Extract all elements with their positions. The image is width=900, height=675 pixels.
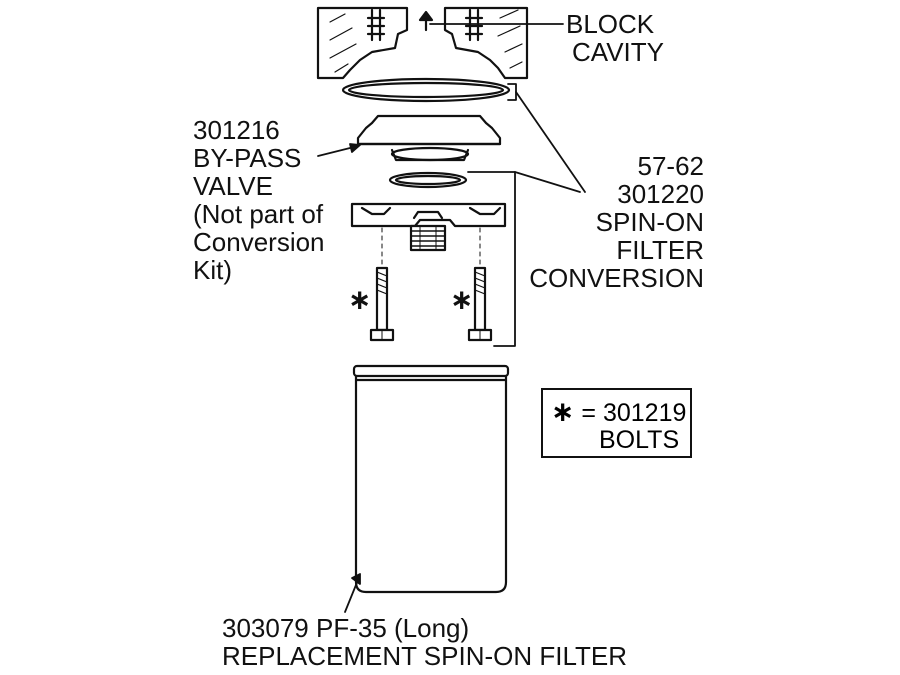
label-block-cavity: BLOCK CAVITY — [566, 10, 664, 66]
engine-block — [316, 6, 529, 80]
spin-on-filter — [352, 364, 510, 594]
bolt-right — [467, 266, 493, 342]
legend-bolts-text: BOLTS — [599, 426, 680, 454]
label-bypass-line5: Conversion — [193, 227, 325, 257]
adapter-plate — [350, 202, 507, 252]
leader-lines — [317, 23, 586, 613]
label-bypass-valve: 301216 BY-PASS VALVE (Not part of Conver… — [193, 116, 325, 284]
label-conversion-line3: SPIN-ON — [595, 207, 704, 237]
label-bypass-line2: BY-PASS — [193, 143, 302, 173]
label-block-cavity-line2: CAVITY — [572, 37, 664, 67]
legend-part-number: = 301219 — [581, 399, 687, 427]
legend-symbol: ∗ — [551, 395, 575, 428]
label-block-cavity-line1: BLOCK — [566, 9, 655, 39]
label-conversion-line5: CONVERSION — [529, 263, 704, 293]
bypass-valve — [356, 114, 502, 162]
label-bypass-line6: Kit) — [193, 255, 232, 285]
label-replacement-desc: REPLACEMENT SPIN-ON FILTER — [222, 641, 627, 671]
bolt-left-marker: ∗ — [348, 283, 372, 316]
gasket-ring — [341, 77, 511, 103]
bolts-legend: ∗ = 301219 BOLTS — [541, 388, 692, 458]
label-replacement-part: 303079 PF-35 (Long) — [222, 613, 470, 643]
assembly-axis — [381, 227, 481, 267]
label-replacement-filter: 303079 PF-35 (Long) REPLACEMENT SPIN-ON … — [222, 614, 627, 670]
label-conversion-line4: FILTER — [616, 235, 704, 265]
legend-line1: ∗ = 301219 — [551, 395, 687, 428]
bolt-left — [369, 266, 395, 342]
label-conversion-kit: 57-62 301220 SPIN-ON FILTER CONVERSION — [529, 152, 704, 292]
bolt-right-marker: ∗ — [450, 283, 474, 316]
label-conversion-part-number: 301220 — [617, 179, 704, 209]
o-ring — [388, 171, 468, 189]
label-bypass-part-number: 301216 — [193, 115, 280, 145]
label-bypass-line3: VALVE — [193, 171, 273, 201]
label-conversion-years: 57-62 — [637, 151, 705, 181]
label-bypass-line4: (Not part of — [193, 199, 324, 229]
